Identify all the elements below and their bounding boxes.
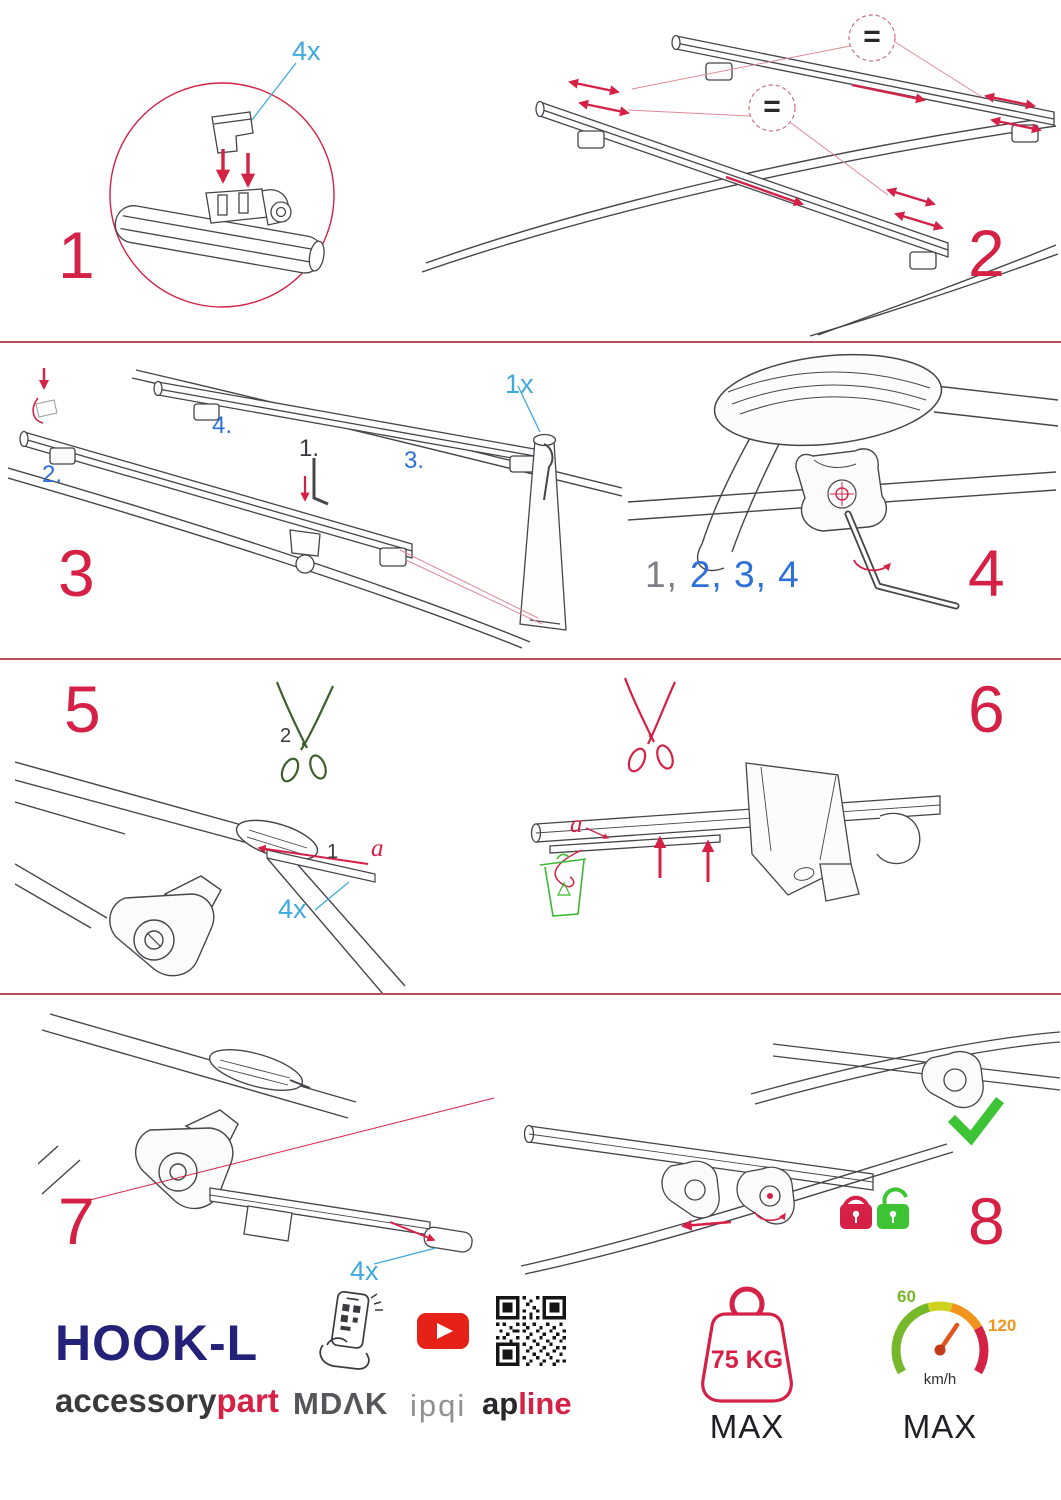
equal-sign-1: = [863,20,881,53]
rotate-arrow [853,559,892,572]
step1-number: 1 [58,218,95,292]
step1-quantity-label: 4x [292,36,321,66]
step4-number: 4 [968,536,1005,610]
clamp [135,1109,239,1210]
mdak-caret: Λ [343,1386,365,1421]
step5-a-label: a [371,835,384,862]
roof-rail [38,1013,357,1195]
step7-number: 7 [58,1184,95,1258]
top-view [750,1031,1060,1105]
youtube-icon [417,1313,469,1349]
apline-red-part: line [518,1386,572,1421]
speed-unit-label: km/h [923,1371,957,1388]
section-divider [0,658,1061,660]
step5-number: 5 [64,672,101,746]
ipqi-logo: ipqi [410,1388,467,1423]
mdak-k: K [364,1386,389,1421]
brand-dark-part: accessory [55,1382,217,1419]
step5-cut-label: 2 [280,725,292,747]
speed-max-label: MAX [902,1408,978,1445]
section-divider [0,993,1061,995]
mdak-md: MD [293,1386,344,1421]
brand-red-part: part [216,1382,279,1419]
speed-high-label: 120 [988,1316,1017,1335]
step6-a-label: a [570,811,583,838]
step4-tighten-illustration [628,353,1058,610]
cut-offcut [554,849,583,888]
clamp-claw [876,812,921,865]
rotate-arrow [754,1211,786,1222]
hex-key [312,458,329,506]
hook-bracket [745,762,860,902]
weight-value: 75 KG [710,1346,784,1374]
step7-quantity-label: 4x [350,1256,379,1286]
clamp-body [205,188,269,224]
step5-quantity-label: 4x [278,894,307,924]
clamp [289,529,321,557]
apline-dark-part: ap [482,1386,519,1421]
step2-spacing-illustration [421,14,1058,337]
weight-max-label: MAX [709,1408,785,1445]
roof-rail [15,761,406,995]
product-name: HOOK-L [55,1315,259,1371]
speed-low-label: 60 [897,1287,916,1306]
roof-rails [421,116,1058,337]
magnifier-circle [109,82,335,308]
lock-closed-icon [840,1195,872,1229]
bar-end [209,1187,473,1253]
equal-circle-2 [748,84,796,132]
speedometer-icon [891,1301,989,1375]
crossbars [19,380,541,574]
sequence-remaining: 2, 3, 4 [689,554,800,595]
step7-endcap-illustration [38,1013,495,1265]
step8-number: 8 [968,1184,1005,1258]
step6-number: 6 [968,672,1005,746]
step5-strip-label: 1 [327,841,339,863]
step3-number: 3 [58,536,95,610]
leader-line [89,1097,495,1201]
step3-order-4: 4. [212,412,233,439]
roof-rail-section [696,385,1058,572]
sequence-done: 1, [645,554,678,595]
step4-sequence: 1, 2, 3, 4 [645,556,800,593]
equal-circle-1 [848,14,896,62]
mdak-logo: MDΛK [293,1388,388,1419]
apline-logo: apline [482,1388,572,1419]
slide-arrow [680,1219,732,1231]
measure-arrows [568,78,1042,231]
crossbars [535,34,1055,270]
step3-assembly-illustration [8,368,623,649]
phone-scan-icon [319,1290,383,1370]
qr-code [496,1296,566,1366]
step5-cut-illustration [15,681,406,995]
strip [266,849,376,883]
scissors-icon [623,677,677,773]
step3-order-2: 2. [42,461,63,488]
brand-logo: accessorypart [55,1384,279,1417]
insert-arrow [257,844,369,865]
weight-max-icon [701,1286,793,1403]
step3-order-1: 1. [299,435,320,462]
rail-opening [208,1049,304,1091]
step3-quantity-label: 1x [505,369,534,399]
clamps [661,1160,795,1225]
step2-number: 2 [968,216,1005,290]
roof-rail [520,1143,954,1275]
equality-leader-lines [627,41,983,196]
strip-cone [519,433,567,631]
step3-order-3: 3. [404,447,425,474]
trash-recycle-icon [539,853,587,917]
section-divider [0,341,1061,343]
step1-detail-illustration [109,62,335,308]
lock-open-icon [877,1187,909,1229]
check-icon [947,1096,1005,1146]
step8-final-illustration [520,1031,1060,1275]
step6-trim-illustration [530,677,941,917]
insert-piece [211,111,254,154]
equal-sign-2: = [763,90,781,123]
clamp [109,875,222,977]
